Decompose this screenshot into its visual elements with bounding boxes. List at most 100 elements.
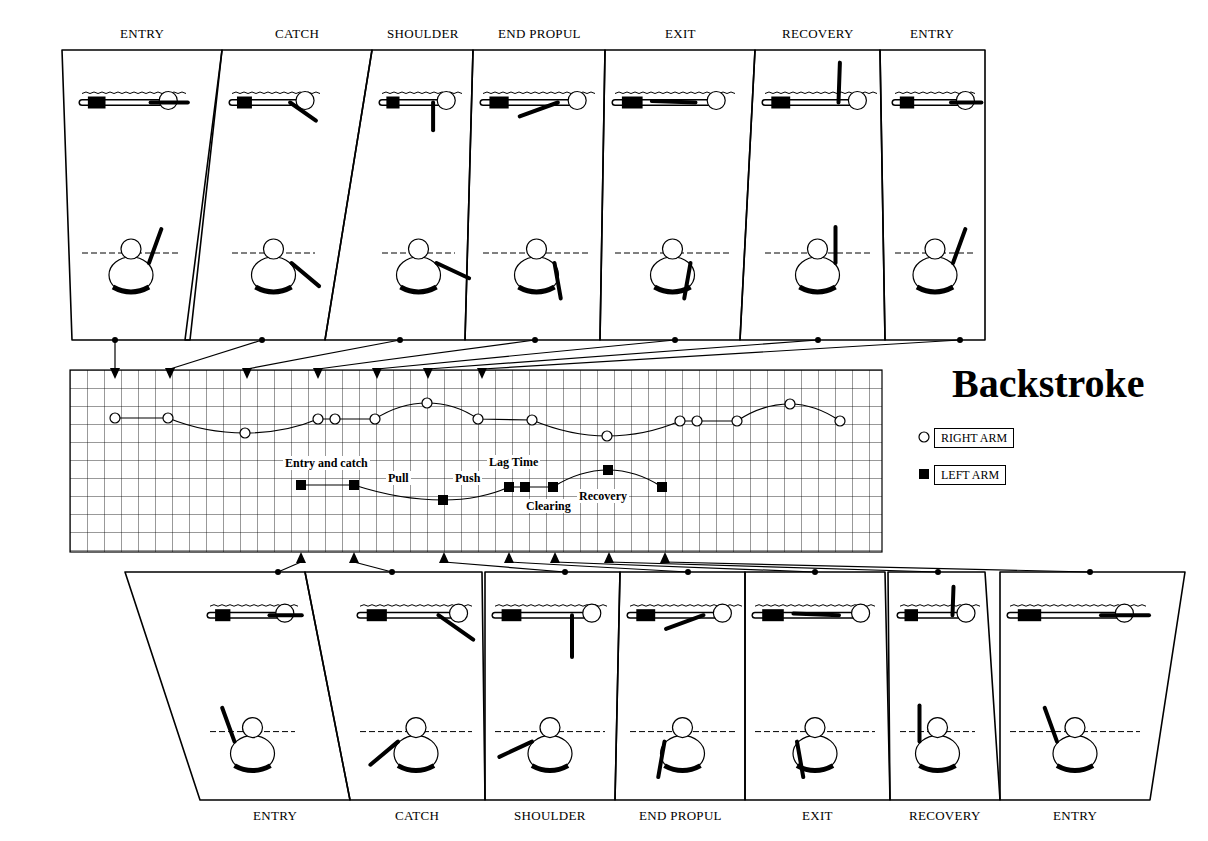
swim-trunks — [401, 287, 437, 292]
swimmer-head — [264, 239, 284, 259]
swim-trunks — [235, 766, 271, 771]
swim-trunks — [800, 287, 836, 292]
phase-heading: EXIT — [665, 26, 696, 42]
swimmer-head — [848, 92, 866, 110]
phase-heading: CATCH — [395, 808, 439, 824]
swimmer-head — [437, 92, 455, 110]
swimmer-arm — [951, 101, 981, 105]
panel-outline — [125, 572, 350, 800]
swimmer-arm — [222, 708, 234, 742]
stroke-phase-panel: ENTRY — [125, 572, 350, 800]
swim-trunks — [256, 287, 292, 292]
swimmer-arm — [151, 101, 188, 105]
panel-outline — [305, 572, 485, 800]
swim-trunks — [1057, 766, 1093, 771]
swimmer-head — [663, 239, 683, 259]
phase-label: Push — [453, 471, 482, 485]
panel-outline — [745, 572, 890, 800]
panel-outline — [880, 50, 985, 340]
stroke-phase-panel: ENTRY — [880, 50, 985, 340]
swim-trunks — [398, 766, 434, 771]
legend-item: LEFT ARM — [934, 465, 1006, 485]
swimmer-head — [527, 239, 547, 259]
panel-outline — [185, 50, 372, 340]
stroke-phase-panel: RECOVERY — [888, 572, 1000, 800]
panel-border — [62, 50, 222, 340]
panel-border — [740, 50, 885, 340]
panel-outline — [485, 572, 620, 800]
panel-outline — [615, 572, 745, 800]
panel-border — [485, 572, 620, 800]
swim-trunks — [762, 609, 784, 621]
swimmer-arm — [290, 103, 316, 121]
leader-dots — [112, 337, 1093, 575]
swimmer-head — [583, 604, 601, 622]
phase-heading: ENTRY — [120, 26, 164, 42]
swimmer-torso — [913, 257, 957, 293]
swimmer-torso — [528, 736, 572, 772]
swimmer-arm — [793, 614, 839, 616]
phase-triangles — [110, 368, 670, 563]
phase-heading: CATCH — [275, 26, 319, 42]
right-arm-markers — [110, 398, 845, 441]
phase-heading: SHOULDER — [387, 26, 459, 42]
swimmer-arm — [499, 742, 532, 757]
phase-heading: RECOVERY — [782, 26, 854, 42]
panel-border — [745, 572, 890, 800]
leader-lines — [115, 340, 1090, 572]
legend-square-sample — [919, 469, 929, 479]
swimmer-head — [852, 604, 870, 622]
swimmer-head — [243, 718, 263, 738]
swimmer-head — [1065, 718, 1085, 738]
swimmer-torso — [109, 257, 153, 293]
phase-heading: ENTRY — [253, 808, 297, 824]
phase-heading: RECOVERY — [909, 808, 981, 824]
legend-text: LEFT ARM — [941, 468, 999, 482]
swimmer-torso — [796, 257, 840, 293]
panel-outline — [325, 50, 473, 340]
panel-border — [305, 572, 485, 800]
phase-heading: ENTRY — [910, 26, 954, 42]
swimmer-head — [707, 92, 725, 110]
stroke-phase-panel: END PROPUL — [615, 572, 745, 800]
swimmer-torso — [916, 736, 960, 772]
swimmer-arm — [918, 706, 922, 742]
phase-heading: SHOULDER — [514, 808, 586, 824]
swimmer-arm — [953, 229, 965, 263]
swim-trunks — [237, 97, 252, 109]
swimmer-head — [540, 718, 560, 738]
panel-border — [615, 572, 745, 800]
swimmer-head — [406, 718, 426, 738]
phase-heading: END PROPUL — [639, 808, 722, 824]
swimmer-arm — [437, 263, 470, 278]
swimmer-torso — [515, 257, 559, 293]
phase-heading: ENTRY — [1053, 808, 1097, 824]
panel-outline — [600, 50, 755, 340]
panel-outline — [62, 50, 222, 340]
stroke-phase-panel: RECOVERY — [740, 50, 885, 340]
swimmer-head — [808, 239, 828, 259]
stroke-phase-panel: ENTRY — [1000, 572, 1185, 800]
swimmer-head — [928, 718, 948, 738]
swimmer-arm — [555, 263, 561, 298]
panel-border — [600, 50, 755, 340]
swimmer-head — [409, 239, 429, 259]
swim-trunks — [113, 287, 149, 292]
swimmer-arm — [431, 103, 435, 131]
swimmer-arm — [270, 613, 302, 617]
swimmer-torso — [661, 736, 705, 772]
legend-circle-sample — [919, 432, 929, 442]
swim-trunks — [519, 287, 555, 292]
swim-trunks — [502, 609, 522, 621]
swimmer-torso — [1053, 736, 1097, 772]
panel-border — [185, 50, 372, 340]
swimmer-arm — [658, 742, 664, 777]
swim-trunks — [920, 766, 956, 771]
phase-label: Lag Time — [487, 455, 540, 469]
swim-trunks — [622, 97, 643, 109]
swimmer-arm — [1101, 613, 1149, 617]
legend-item: RIGHT ARM — [934, 428, 1014, 448]
phase-label: Pull — [386, 471, 411, 485]
swimmer-head — [121, 239, 141, 259]
panel-border — [1000, 572, 1185, 800]
